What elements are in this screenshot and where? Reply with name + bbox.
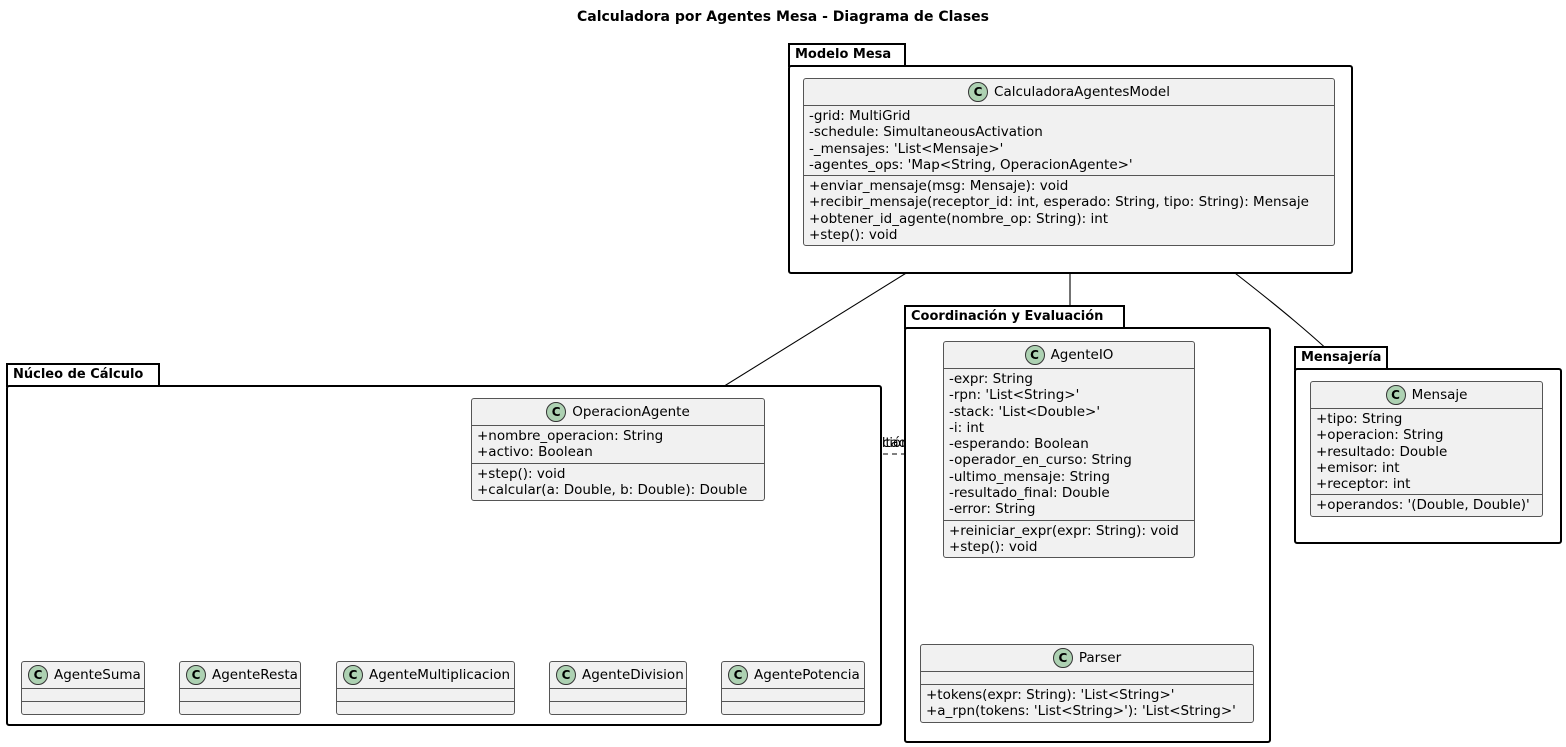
- attribute: -resultado_final: Double: [949, 485, 1110, 502]
- attribute: +resultado: Double: [1316, 443, 1448, 460]
- class-parser: C Parser +tokens(expr: String): 'List<Str…: [920, 644, 1254, 723]
- package-tab-modelo: Modelo Mesa: [788, 43, 906, 67]
- class-name: CalculadoraAgentesModel: [994, 84, 1170, 100]
- attribute: -_mensajes: 'List<Mensaje>': [809, 140, 1004, 157]
- class-name: AgenteResta: [212, 667, 298, 683]
- attribute: -grid: MultiGrid: [809, 108, 911, 124]
- class-name: AgenteMultiplicacion: [369, 667, 511, 683]
- attributes-section: +tipo: String +operacion: String +result…: [1311, 408, 1542, 494]
- class-name: OperacionAgente: [572, 404, 690, 420]
- class-agente-suma: C AgenteSuma: [21, 661, 145, 715]
- class-agente-potencia: C AgentePotencia: [721, 661, 865, 715]
- class-name: Parser: [1078, 650, 1122, 666]
- method: +step(): void: [477, 465, 566, 482]
- class-icon: C: [186, 665, 206, 685]
- method: +recibir_mensaje(receptor_id: int, esper…: [809, 194, 1309, 211]
- methods-section: [722, 701, 864, 714]
- methods-section: +reiniciar_expr(expr: String): void +ste…: [944, 519, 1194, 558]
- methods-section: [550, 701, 686, 714]
- method: +step(): void: [809, 227, 898, 244]
- edge-model-operacion: [704, 261, 925, 399]
- class-name: Mensaje: [1411, 387, 1468, 403]
- class-icon: C: [1052, 648, 1073, 668]
- package-tab-coordinacion: Coordinación y Evaluación: [904, 305, 1125, 329]
- class-name: AgenteDivision: [582, 667, 684, 683]
- class-icon: C: [546, 402, 567, 422]
- attributes-section: +nombre_operacion: String +activo: Boole…: [472, 425, 764, 463]
- attribute: -operador_en_curso: String: [949, 452, 1132, 469]
- class-name: AgentePotencia: [754, 667, 860, 683]
- attributes-section: [22, 688, 144, 701]
- attribute: -ultimo_mensaje: String: [949, 468, 1110, 485]
- attribute: +receptor: int: [1316, 476, 1411, 493]
- method: +calcular(a: Double, b: Double): Double: [477, 481, 748, 498]
- methods-section: +enviar_mensaje(msg: Mensaje): void +rec…: [804, 175, 1334, 245]
- method: +reiniciar_expr(expr: String): void: [949, 522, 1179, 539]
- method: +enviar_mensaje(msg: Mensaje): void: [809, 178, 1069, 195]
- attributes-section: -grid: MultiGrid -schedule: Simultaneous…: [804, 105, 1334, 175]
- method: +a_rpn(tokens: 'List<String>'): 'List<St…: [926, 703, 1236, 720]
- method: +obtener_id_agente(nombre_op: String): i…: [809, 210, 1109, 227]
- attributes-section: [180, 688, 300, 701]
- methods-section: [180, 701, 300, 714]
- class-icon: C: [28, 665, 48, 685]
- class-agente-io: C AgenteIO -expr: String -rpn: 'List<Stri…: [943, 341, 1195, 559]
- attributes-section: [921, 671, 1253, 684]
- class-icon: C: [343, 665, 363, 685]
- class-agente-resta: C AgenteResta: [179, 661, 301, 715]
- class-agente-multiplicacion: C AgenteMultiplicacion: [336, 661, 515, 715]
- attribute: -esperando: Boolean: [949, 436, 1089, 453]
- method: +operandos: '(Double, Double)': [1316, 497, 1530, 514]
- methods-section: +tokens(expr: String): 'List<String>' +a…: [921, 684, 1253, 722]
- diagram-title: Calculadora por Agentes Mesa - Diagrama …: [576, 9, 989, 25]
- attribute: -error: String: [949, 501, 1036, 518]
- class-name: AgenteSuma: [54, 667, 141, 683]
- class-icon: C: [1385, 385, 1406, 405]
- attribute: +tipo: String: [1316, 411, 1403, 427]
- package-tab-nucleo: Núcleo de Cálculo: [6, 363, 160, 387]
- attribute: +emisor: int: [1316, 459, 1400, 476]
- class-icon: C: [728, 665, 748, 685]
- class-mensaje: C Mensaje +tipo: String +operacion: Strin…: [1310, 381, 1543, 517]
- class-operacion-agente: C OperacionAgente +nombre_operacion: Stri…: [471, 398, 765, 502]
- attributes-section: [337, 688, 514, 701]
- attribute: -rpn: 'List<String>': [949, 387, 1080, 404]
- class-name: AgenteIO: [1050, 347, 1114, 363]
- methods-section: [22, 701, 144, 714]
- attribute: +activo: Boolean: [477, 444, 593, 461]
- attribute: +operacion: String: [1316, 427, 1444, 444]
- attribute: -expr: String: [949, 371, 1033, 387]
- attributes-section: [722, 688, 864, 701]
- attributes-section: [550, 688, 686, 701]
- class-icon: C: [968, 82, 989, 102]
- class-agente-division: C AgenteDivision: [549, 661, 687, 715]
- attribute: -stack: 'List<Double>': [949, 403, 1101, 420]
- package-tab-mensajeria: Mensajería: [1294, 346, 1388, 370]
- methods-section: +operandos: '(Double, Double)': [1311, 494, 1542, 515]
- class-icon: C: [1024, 345, 1045, 365]
- attributes-section: -expr: String -rpn: 'List<String>' -stac…: [944, 368, 1194, 520]
- method: +tokens(expr: String): 'List<String>': [926, 687, 1175, 703]
- attribute: -schedule: SimultaneousActivation: [809, 124, 1043, 141]
- methods-section: +step(): void +calcular(a: Double, b: Do…: [472, 462, 764, 501]
- attribute: -i: int: [949, 419, 985, 436]
- attribute: +nombre_operacion: String: [477, 428, 664, 444]
- class-icon: C: [556, 665, 576, 685]
- methods-section: [337, 701, 514, 714]
- class-calculadora-agentes-model: C CalculadoraAgentesModel -grid: MultiGri…: [803, 78, 1335, 247]
- method: +step(): void: [949, 538, 1038, 555]
- attribute: -agentes_ops: 'Map<String, OperacionAgen…: [809, 156, 1133, 173]
